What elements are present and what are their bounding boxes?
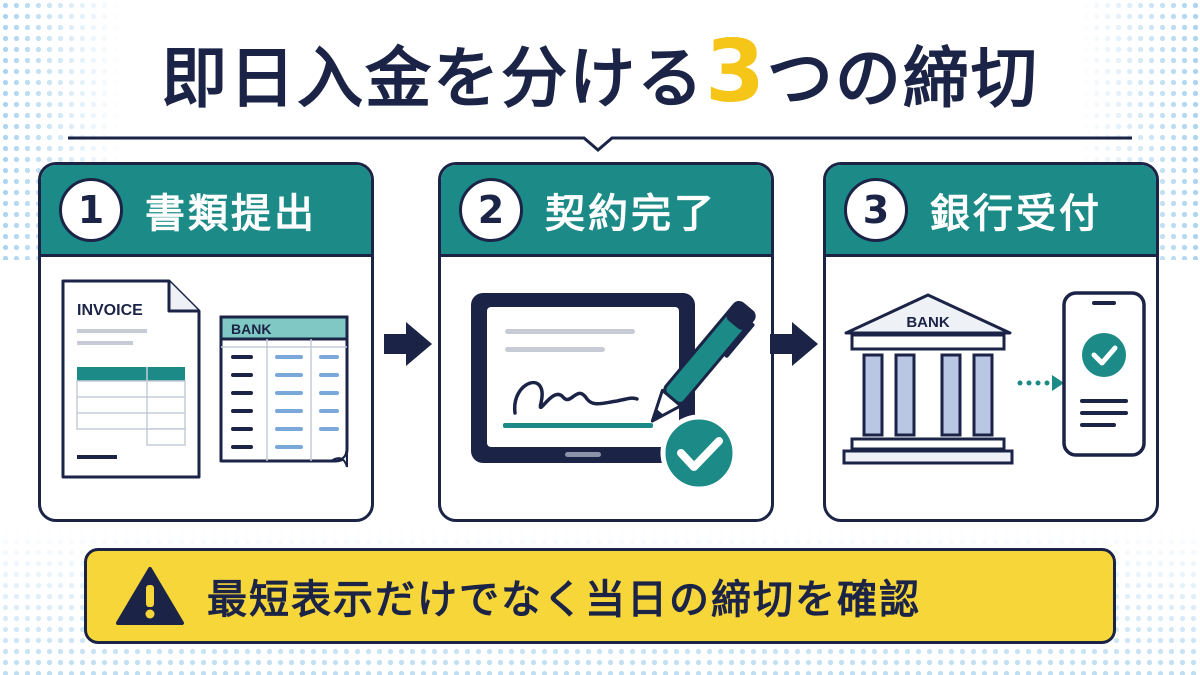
- tablet-signature-icon: [471, 293, 695, 463]
- invoice-document-icon: INVOICE: [61, 279, 201, 479]
- step-card-3: 3 銀行受付 BANK: [823, 162, 1159, 522]
- step-number-3: 3: [844, 177, 908, 242]
- transfer-dots: [1017, 375, 1064, 391]
- title-highlight-number: 3: [705, 22, 767, 122]
- notice-text: 最短表示だけでなく当日の締切を確認: [207, 577, 921, 623]
- step-header-1: 1 書類提出: [41, 165, 371, 257]
- bank-building-label: BANK: [906, 314, 949, 331]
- smartphone-check-icon: [1062, 291, 1146, 457]
- step-label-3: 銀行受付: [930, 190, 1102, 237]
- check-circle-icon: [660, 414, 738, 492]
- step-card-2: 2 契約完了: [438, 162, 774, 522]
- step-illustration-3: BANK: [826, 257, 1156, 519]
- pen-icon: [650, 300, 756, 423]
- step-illustration-2: [441, 257, 771, 519]
- step-header-3: 3 銀行受付: [826, 165, 1156, 257]
- bank-building-icon: BANK: [842, 293, 1014, 465]
- step-number-2: 2: [459, 177, 523, 242]
- right-arrow-icon: [384, 322, 432, 366]
- deadline-notice-banner: 最短表示だけでなく当日の締切を確認: [84, 548, 1116, 644]
- step-label-1: 書類提出: [145, 190, 317, 237]
- title-underline: [68, 136, 1132, 152]
- page-title: 即日入金を分ける3つの締切: [0, 22, 1200, 122]
- title-part-1: 即日入金を分ける: [161, 40, 706, 117]
- bank-statement-icon: BANK: [219, 315, 349, 468]
- title-part-2: つの締切: [766, 40, 1039, 117]
- step-illustration-1: INVOICE BANK: [41, 257, 371, 519]
- step-header-2: 2 契約完了: [441, 165, 771, 257]
- warning-icon: [116, 567, 184, 625]
- step-label-2: 契約完了: [545, 190, 717, 237]
- step-number-1: 1: [59, 177, 123, 242]
- step-card-1: 1 書類提出 INVOICE BANK: [38, 162, 374, 522]
- bank-statement-label: BANK: [231, 321, 271, 337]
- right-arrow-icon: [770, 322, 818, 366]
- invoice-label: INVOICE: [77, 302, 143, 319]
